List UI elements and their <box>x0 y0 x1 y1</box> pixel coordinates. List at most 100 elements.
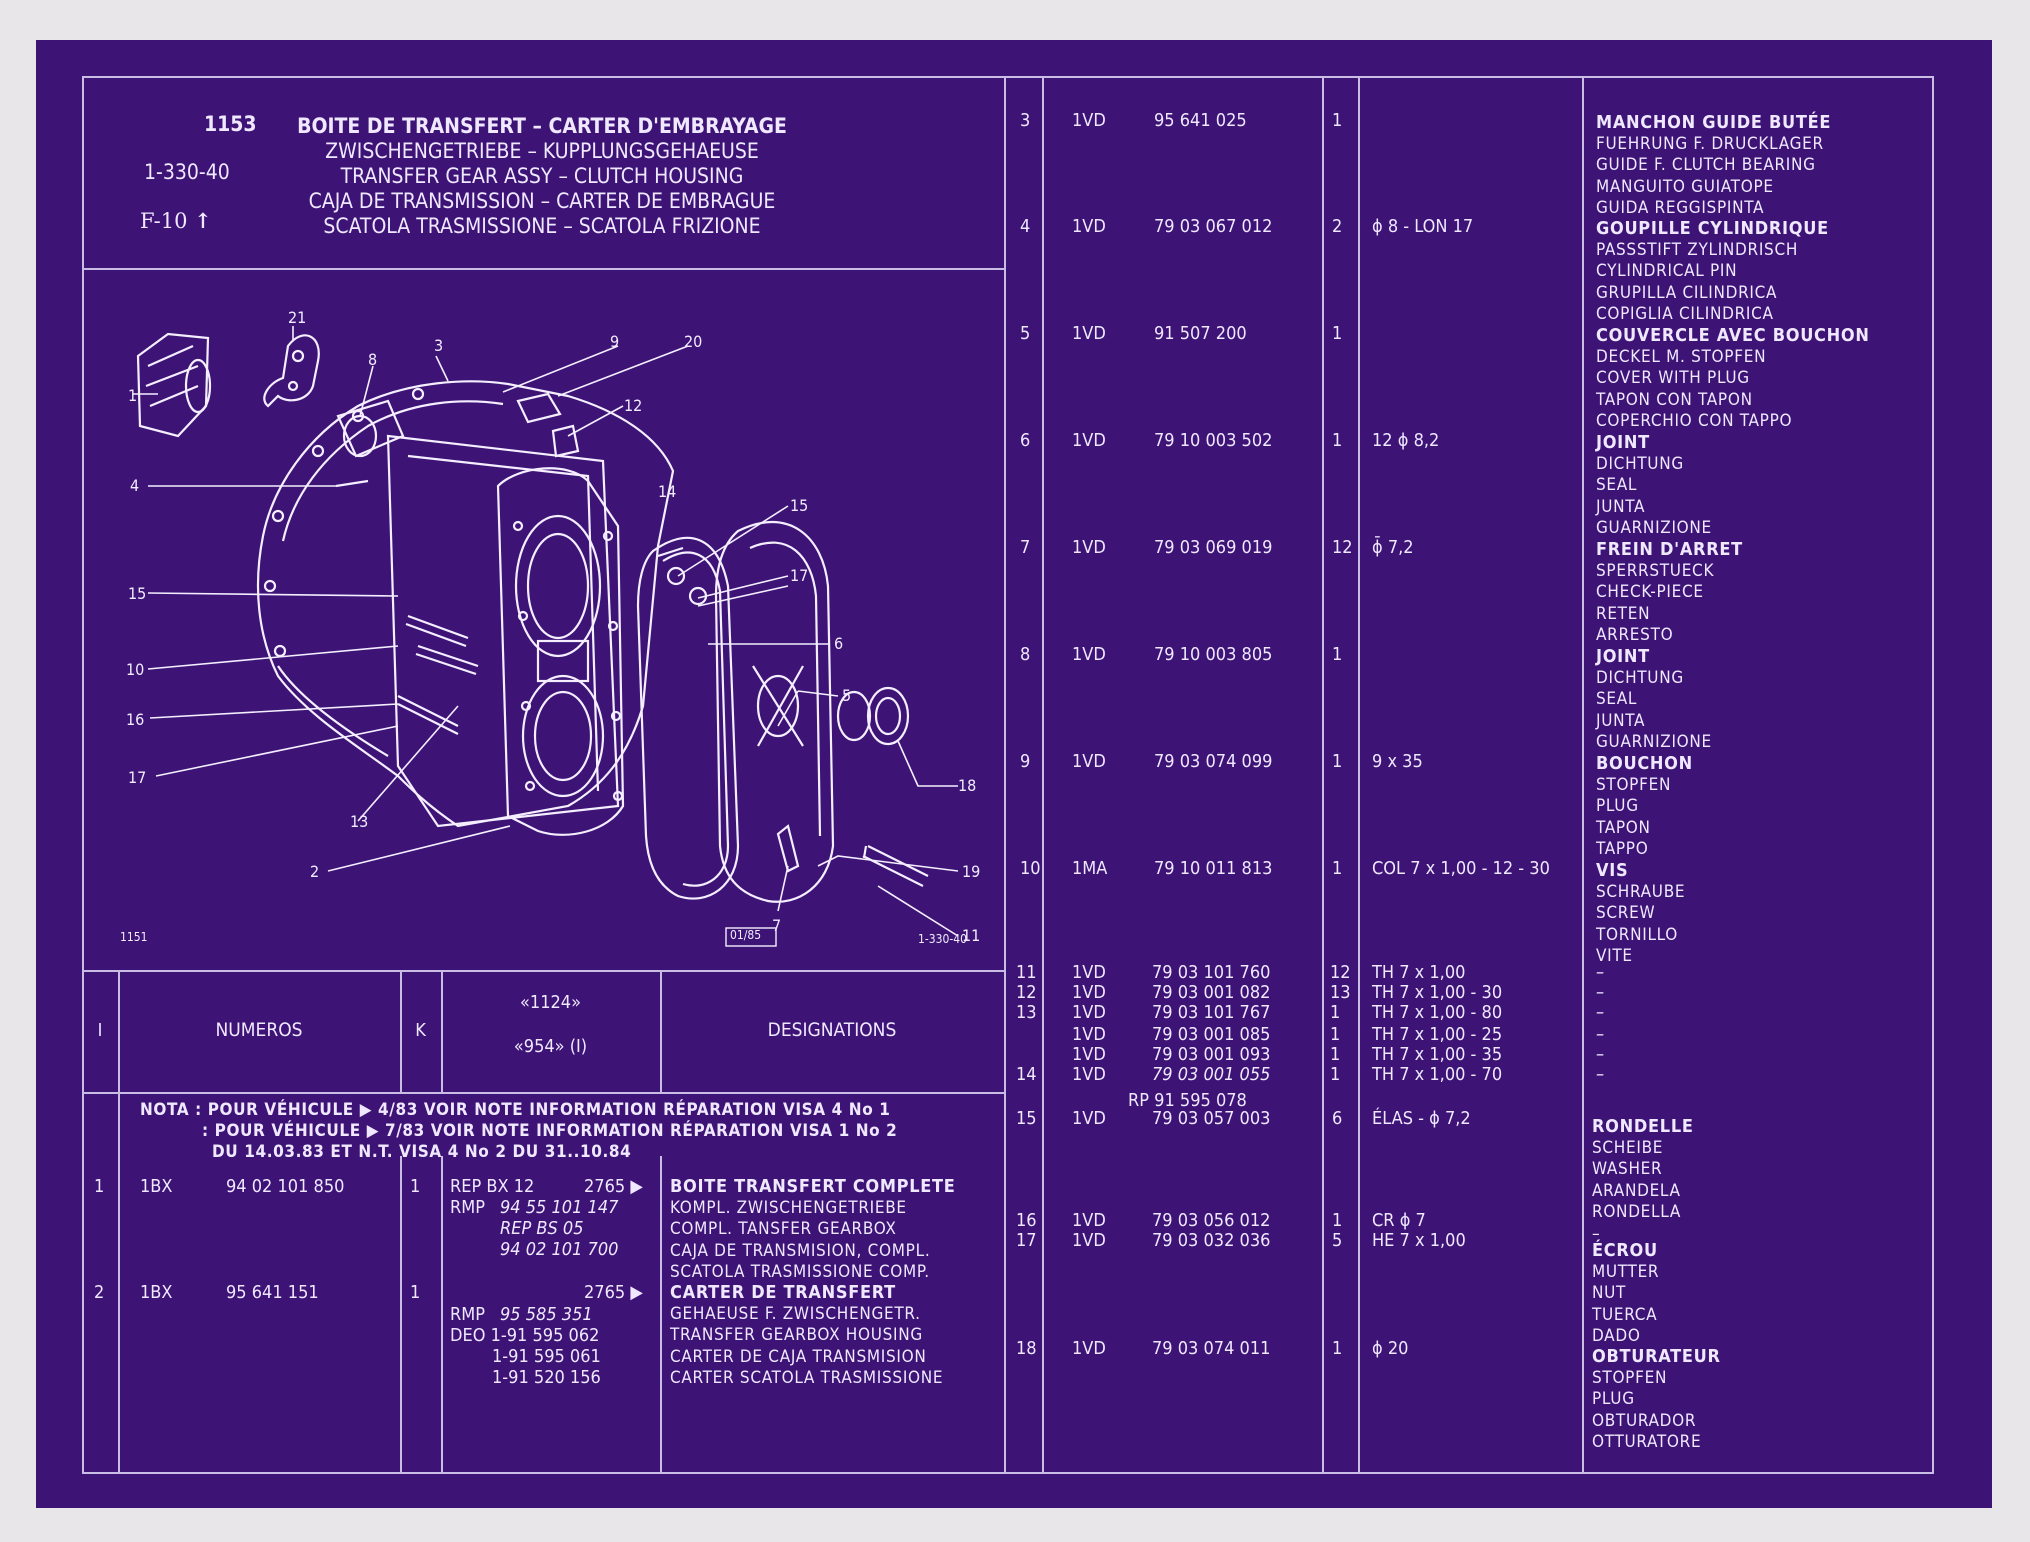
item-spec: TH 7 x 1,00 - 25 <box>1372 1024 1503 1045</box>
callout-6: 6 <box>834 634 844 653</box>
callout-9: 9 <box>610 332 620 351</box>
item-part-number: 94 02 101 850 <box>226 1176 345 1197</box>
col-header-designations: DESIGNATIONS <box>767 1019 897 1041</box>
item-spec: TH 7 x 1,00 - 35 <box>1372 1044 1503 1065</box>
item-part-number: 79 03 067 012 <box>1154 216 1273 237</box>
item-qty: 1 <box>1332 430 1343 451</box>
item-code: 1VD <box>1072 110 1106 131</box>
item-description: – <box>1596 1064 1605 1085</box>
desc-de: KOMPL. ZWISCHENGETRIEBE <box>670 1197 907 1218</box>
desc-fr: JOINT <box>1596 646 1650 667</box>
desc-line: GUIDA REGGISPINTA <box>1596 198 1765 218</box>
parts-catalog-sheet: 1153 1-330-40 F-10 ↑ BOITE DE TRANSFERT … <box>36 40 1992 1508</box>
item-part-number: 79 03 057 003 <box>1152 1108 1271 1129</box>
callout-15: 15 <box>790 496 809 515</box>
item-spec: CR ϕ 7 <box>1372 1210 1426 1231</box>
desc-en: WASHER <box>1592 1159 1663 1179</box>
desc-es: TUERCA <box>1592 1304 1658 1325</box>
desc-fr: BOITE TRANSFERT COMPLETE <box>670 1176 956 1197</box>
rp-note: RP 91 595 078 <box>1128 1090 1247 1111</box>
callout-10: 10 <box>126 660 145 679</box>
item-qty: 1 <box>1332 1210 1343 1231</box>
diagram-drawing <box>133 326 959 947</box>
desc-line: SPERRSTUECK <box>1596 560 1715 581</box>
item-ref: RMP <box>450 1197 485 1218</box>
desc-line: TAPON CON TAPON <box>1596 389 1753 410</box>
desc-line: SEAL <box>1596 689 1638 709</box>
item-code: 1VD <box>1072 1064 1106 1085</box>
desc-line: VITE <box>1596 946 1633 966</box>
desc-de: GEHAEUSE F. ZWISCHENGETR. <box>670 1303 921 1324</box>
item-ref: DEO 1-91 595 062 <box>450 1325 600 1346</box>
r-col-rule-3 <box>1358 76 1360 1474</box>
callout-15-left: 15 <box>128 584 147 603</box>
desc-line: COPERCHIO CON TAPPO <box>1596 411 1793 431</box>
callout-3: 3 <box>434 336 444 355</box>
desc-line: DICHTUNG <box>1596 667 1684 688</box>
item-part-number: 79 10 003 805 <box>1154 644 1273 665</box>
desc-it: CARTER SCATOLA TRASMISSIONE <box>670 1368 944 1388</box>
title-it: SCATOLA TRASMISSIONE – SCATOLA FRIZIONE <box>323 214 761 238</box>
item-part-number: 95 641 025 <box>1154 110 1247 131</box>
item-ref-alt: REP BS 05 <box>500 1218 584 1239</box>
desc-line: GUARNIZIONE <box>1596 732 1712 752</box>
item-index: 7 <box>1020 537 1031 558</box>
item-index: 11 <box>1016 962 1037 983</box>
item-code: 1VD <box>1072 644 1106 665</box>
item-qty: 5 <box>1332 1230 1343 1251</box>
up-arrow-icon: ↑ <box>194 208 212 233</box>
item-qty: 13 <box>1330 982 1351 1003</box>
item-part-number: 95 641 151 <box>226 1282 319 1303</box>
item-part-number: 79 10 011 813 <box>1154 858 1273 879</box>
item-price: 2765 ▶ <box>584 1282 643 1303</box>
desc-it: OTTURATORE <box>1592 1432 1702 1452</box>
item-code: 1VD <box>1072 323 1106 344</box>
item-code: 1VD <box>1072 216 1106 237</box>
item-part-number: 79 03 001 093 <box>1152 1044 1271 1065</box>
col-rule-2 <box>400 970 402 1474</box>
item-index: 10 <box>1020 858 1041 879</box>
desc-en: NUT <box>1592 1283 1627 1303</box>
desc-fr: MANCHON GUIDE BUTÉE <box>1596 112 1832 133</box>
desc-line: SCREW <box>1596 903 1656 923</box>
callout-8: 8 <box>368 350 378 369</box>
desc-line: COPIGLIA CILINDRICA <box>1596 304 1774 324</box>
item-code: 1VD <box>1072 982 1106 1003</box>
callout-1: 1 <box>128 386 138 405</box>
item-part-number: 79 03 074 011 <box>1152 1338 1271 1359</box>
desc-de: STOPFEN <box>1592 1367 1668 1388</box>
item-qty: 12 <box>1332 537 1353 558</box>
desc-es: ARANDELA <box>1592 1180 1681 1201</box>
callout-18: 18 <box>958 776 977 795</box>
desc-line: FUEHRUNG F. DRUCKLAGER <box>1596 133 1824 154</box>
item-part-number: 79 10 003 502 <box>1154 430 1273 451</box>
item-price: 2765 ▶ <box>584 1176 643 1197</box>
item-index: 2 <box>94 1282 105 1303</box>
item-ref: REP BX 12 <box>450 1176 535 1197</box>
desc-line: RETEN <box>1596 603 1651 624</box>
desc-line: JUNTA <box>1596 710 1646 731</box>
desc-line: STOPFEN <box>1596 774 1672 795</box>
desc-line: JUNTA <box>1596 496 1646 517</box>
item-spec: TH 7 x 1,00 - 70 <box>1372 1064 1503 1085</box>
item-description-obturateur: OBTURATEUR STOPFEN PLUG OBTURADOR OTTURA… <box>1592 1346 1721 1454</box>
item-ref-alt: 95 585 351 <box>500 1304 593 1325</box>
col-header-index: I <box>97 1020 103 1041</box>
desc-de: SCHEIBE <box>1592 1137 1664 1158</box>
callout-7: 7 <box>772 916 782 935</box>
desc-fr: FREIN D'ARRET <box>1596 539 1743 560</box>
desc-line: DICHTUNG <box>1596 453 1684 474</box>
item-part-number: 79 03 074 099 <box>1154 751 1273 772</box>
item-qty: 1 <box>1330 1002 1341 1023</box>
item-code: 1VD <box>1072 1044 1106 1065</box>
item-ref: RMP <box>450 1304 485 1325</box>
left-panel-divider <box>1004 76 1006 1474</box>
item-index: 5 <box>1020 323 1031 344</box>
item-code: 1VD <box>1072 1338 1106 1359</box>
item-spec: TH 7 x 1,00 - 80 <box>1372 1002 1503 1023</box>
item-description: – <box>1596 962 1605 983</box>
title-en: TRANSFER GEAR ASSY – CLUTCH HOUSING <box>340 164 744 188</box>
callout-12: 12 <box>624 396 643 415</box>
